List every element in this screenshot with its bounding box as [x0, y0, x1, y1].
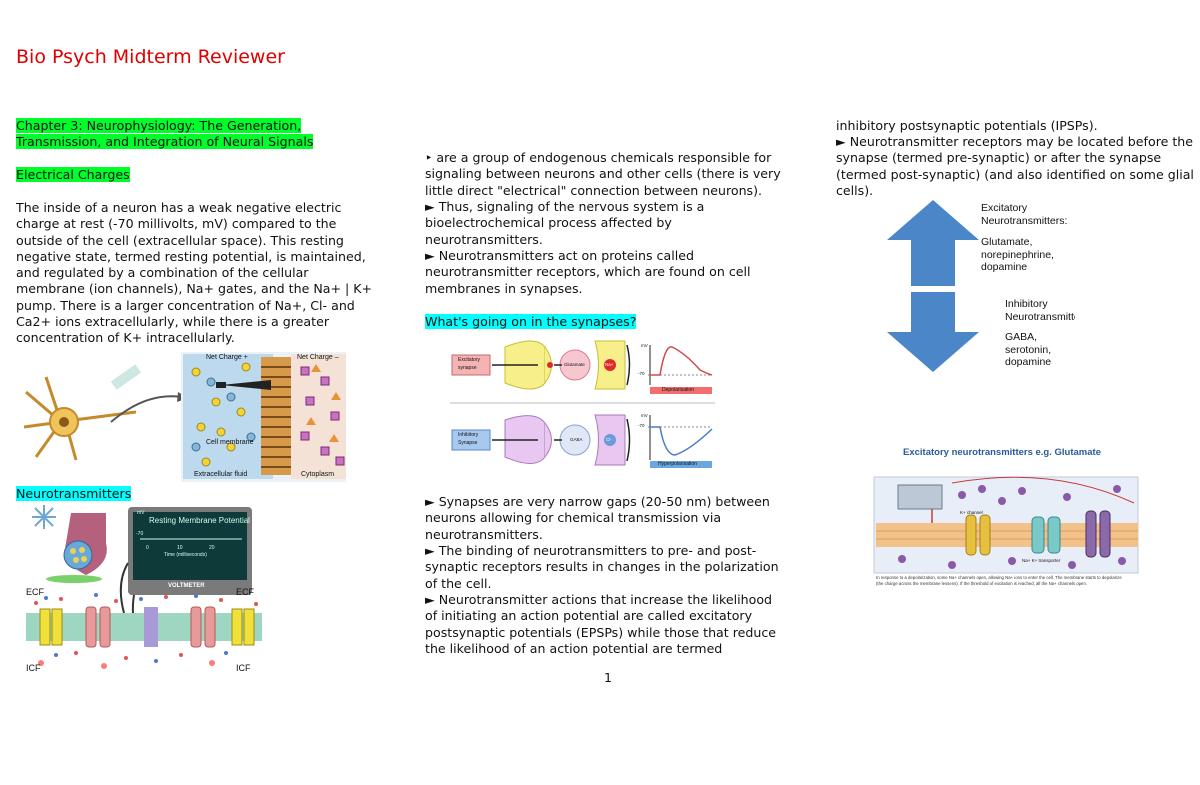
excitatory-title: Excitatory Neurotransmitters:: [981, 202, 1068, 227]
chapter-heading-line2: Transmission, and Integration of Neural …: [16, 134, 314, 150]
paragraph-resting-potential: The inside of a neuron has a weak negati…: [16, 200, 373, 346]
label-icf-left: ICF: [26, 663, 41, 673]
section-heading-electrical-charges: Electrical Charges: [16, 167, 386, 183]
paragraph-epsp: ► Neurotransmitter actions that increase…: [425, 592, 777, 656]
page-number: 1: [604, 670, 613, 685]
label-excitatory-synapse-2: synapse: [458, 365, 477, 371]
paragraph-receptors: ► Neurotransmitters act on proteins call…: [425, 248, 751, 296]
label-cell-membrane: Cell membrane: [206, 439, 254, 446]
hyperpolarisation-curve-icon: [650, 426, 713, 456]
section-heading-text: Electrical Charges: [16, 167, 130, 182]
figure-neuron-membrane: Net Charge + Net Charge – Cell membrane …: [16, 352, 346, 482]
down-arrow-icon: [887, 292, 979, 372]
paragraph-synapse-gaps: ► Synapses are very narrow gaps (20-50 n…: [425, 494, 770, 542]
section-heading-text: What's going on in the synapses?: [425, 314, 637, 329]
paragraph-bioelectrochemical: ► Thus, signaling of the nervous system …: [425, 199, 705, 247]
chapter-heading: Chapter 3: Neurophysiology: The Generati…: [16, 118, 386, 151]
section-heading-synapses: What's going on in the synapses?: [425, 314, 785, 330]
inhibitory-list: GABA, serotonin, dopamine: [1005, 331, 1052, 368]
figure-caption: In response to a depolarization, some Na…: [876, 575, 1122, 586]
voltmeter-tick-10: 10: [177, 545, 183, 551]
label-minus70-bottom: -70: [638, 423, 645, 428]
voltmeter-tick-20: 20: [209, 545, 215, 551]
inhibitory-title: Inhibitory Neurotransmitters:: [1005, 298, 1075, 323]
label-mv-bottom: mV: [641, 413, 648, 418]
label-hyperpolarisation: Hyperpolarisation: [658, 461, 697, 467]
label-k-channel: K+ channel: [960, 510, 983, 515]
paragraph-neurotransmitters-definition: ‣ are a group of endogenous chemicals re…: [425, 150, 781, 198]
section-heading-neurotransmitters: Neurotransmitters: [16, 486, 386, 502]
label-inhibitory-synapse-2: Synapse: [458, 440, 478, 446]
label-cytoplasm: Cytoplasm: [301, 471, 335, 478]
voltmeter-icon: [897, 484, 943, 510]
figure-title-glutamate: Excitatory neurotransmitters e.g. Glutam…: [903, 447, 1101, 458]
snowflake-icon: [32, 505, 56, 529]
label-excitatory-synapse-1: Excitatory: [458, 357, 480, 363]
membrane-channels-icon: [85, 606, 216, 648]
label-extracellular-fluid: Extracellular fluid: [194, 471, 248, 478]
label-ecf-left: ECF: [26, 587, 44, 597]
voltmeter-time-label: Time (milliseconds): [164, 552, 207, 558]
figure-excitatory-inhibitory-synapse: Excitatory synapse Inhibitory Synapse Gl…: [450, 335, 715, 473]
label-net-charge-plus: Net Charge +: [206, 354, 248, 361]
label-inhibitory-synapse-1: Inhibitory: [458, 432, 479, 438]
label-mv-top: mV: [641, 343, 648, 348]
membrane-ion-channels-icon: [261, 357, 291, 475]
chapter-heading-line1: Chapter 3: Neurophysiology: The Generati…: [16, 118, 302, 133]
label-depolarisation: Depolarisation: [662, 387, 694, 393]
paragraph-ipsp: inhibitory postsynaptic potentials (IPSP…: [836, 118, 1098, 133]
label-glutamate: Glutamate: [564, 362, 585, 367]
voltmeter-tick-0: 0: [146, 545, 149, 551]
voltmeter-mv-label: mV: [137, 510, 145, 516]
label-net-charge-minus: Net Charge –: [297, 354, 339, 361]
label-ecf-right: ECF: [236, 587, 254, 597]
up-arrow-icon: [887, 200, 979, 286]
depolarisation-curve-icon: [650, 346, 713, 376]
figure-resting-potential-voltmeter: mV Resting Membrane Potential -70 0 10 2…: [16, 503, 272, 675]
paragraph-receptor-location: ► Neurotransmitter receptors may be loca…: [836, 134, 1194, 198]
figure-excitatory-inhibitory-arrows: Excitatory Neurotransmitters: Glutamate,…: [885, 196, 1075, 374]
document-title: Bio Psych Midterm Reviewer: [16, 46, 285, 68]
membrane-bilayer-icon: [876, 523, 1138, 547]
paragraph-binding: ► The binding of neurotransmitters to pr…: [425, 543, 779, 591]
section-heading-text: Neurotransmitters: [16, 486, 132, 501]
voltmeter-minus70: -70: [136, 531, 144, 537]
label-na-k-transporter: Na+ K+ transporter: [1022, 558, 1061, 563]
excitatory-list: Glutamate, norepinephrine, dopamine: [981, 236, 1054, 273]
voltmeter-label: VOLTMETER: [168, 583, 205, 589]
label-gaba: GABA: [570, 437, 583, 442]
label-minus70-top: -70: [638, 371, 645, 376]
figure-glutamate-membrane: K+ channel Na+ K+ transporter In respons…: [872, 473, 1142, 595]
label-cl: Cl-: [606, 437, 612, 442]
label-icf-right: ICF: [236, 663, 251, 673]
voltmeter-panel-title: Resting Membrane Potential: [149, 516, 250, 525]
label-na: Na+: [605, 362, 614, 367]
